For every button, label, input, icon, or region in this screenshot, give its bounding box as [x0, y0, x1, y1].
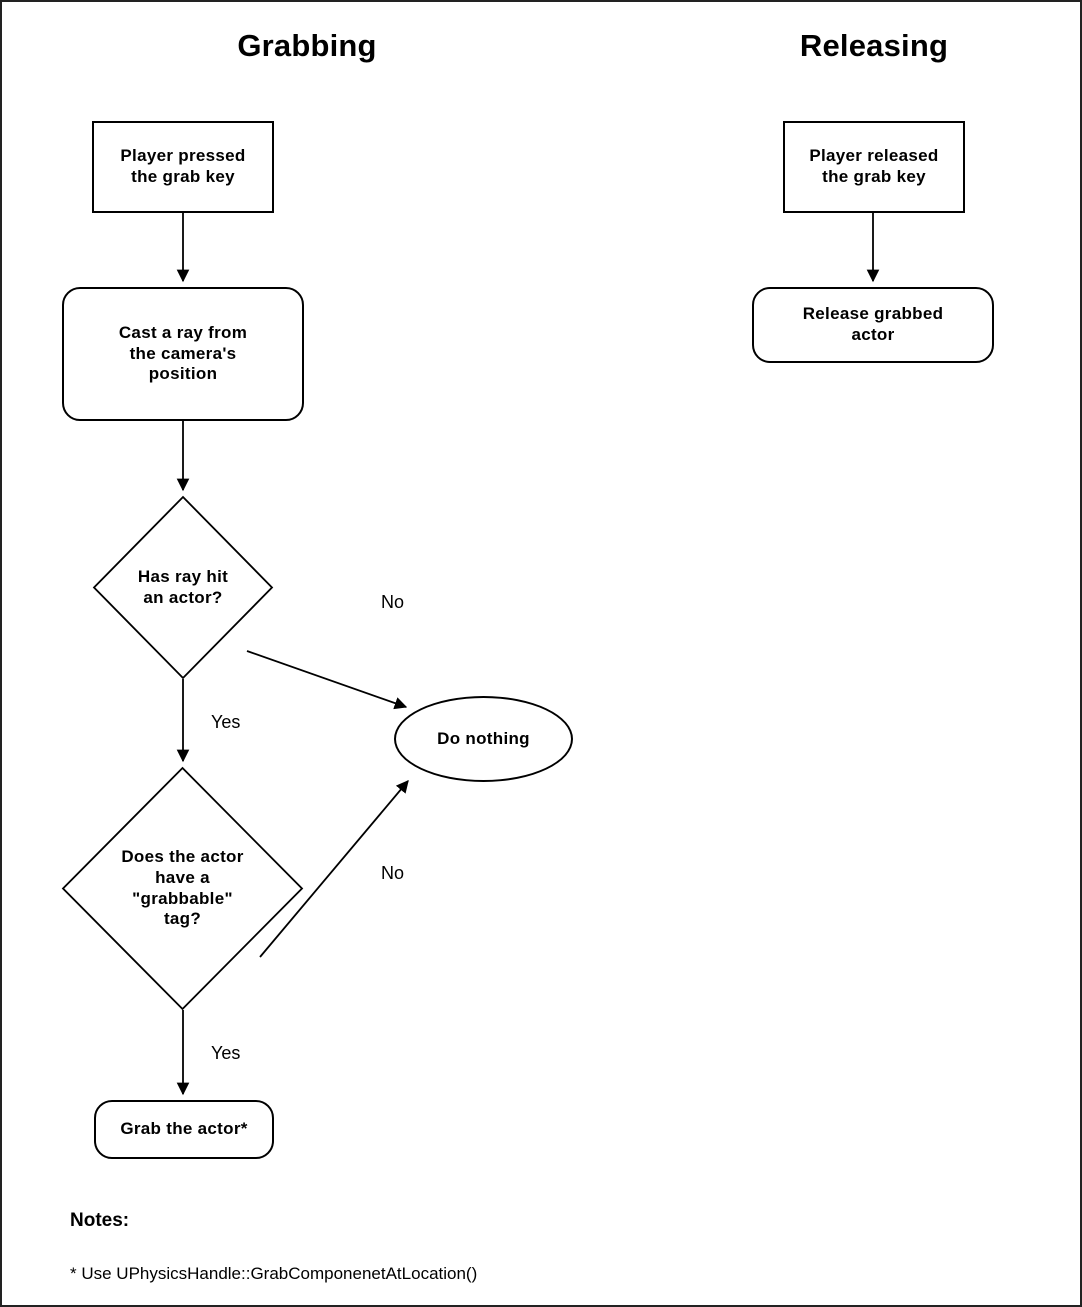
decision-has-ray-hit-actor-label: Has ray hit an actor?: [137, 566, 229, 607]
node-release-grabbed-actor: Release grabbed actor: [752, 287, 994, 363]
edge-label-grabbable-tag-yes: Yes: [211, 1043, 241, 1063]
notes-heading: Notes:: [70, 1210, 130, 1231]
node-decision-has-ray-hit-actor: Has ray hit an actor?: [92, 495, 274, 680]
node-player-pressed-grab-key: Player pressed the grab key: [92, 121, 274, 213]
diamond-shape: [92, 495, 274, 680]
node-do-nothing: Do nothing: [394, 696, 573, 782]
edge-label-has-ray-hit-no: No: [381, 592, 405, 612]
column-title-grabbing: Grabbing: [237, 28, 377, 63]
edge-label-has-ray-hit-yes: Yes: [211, 712, 241, 732]
column-title-releasing: Releasing: [799, 28, 949, 63]
node-grab-the-actor: Grab the actor*: [94, 1100, 274, 1159]
edge-label-grabbable-tag-no: No: [381, 863, 405, 883]
decision-has-grabbable-tag-label: Does the actor have a "grabbable" tag?: [121, 847, 244, 929]
node-cast-ray-from-camera: Cast a ray from the camera's position: [62, 287, 304, 421]
node-player-released-grab-key: Player released the grab key: [783, 121, 965, 213]
notes-line-1: * Use UPhysicsHandle::GrabComponenetAtLo…: [70, 1264, 478, 1283]
diamond-shape: [61, 766, 304, 1011]
node-decision-has-grabbable-tag: Does the actor have a "grabbable" tag?: [61, 766, 304, 1011]
